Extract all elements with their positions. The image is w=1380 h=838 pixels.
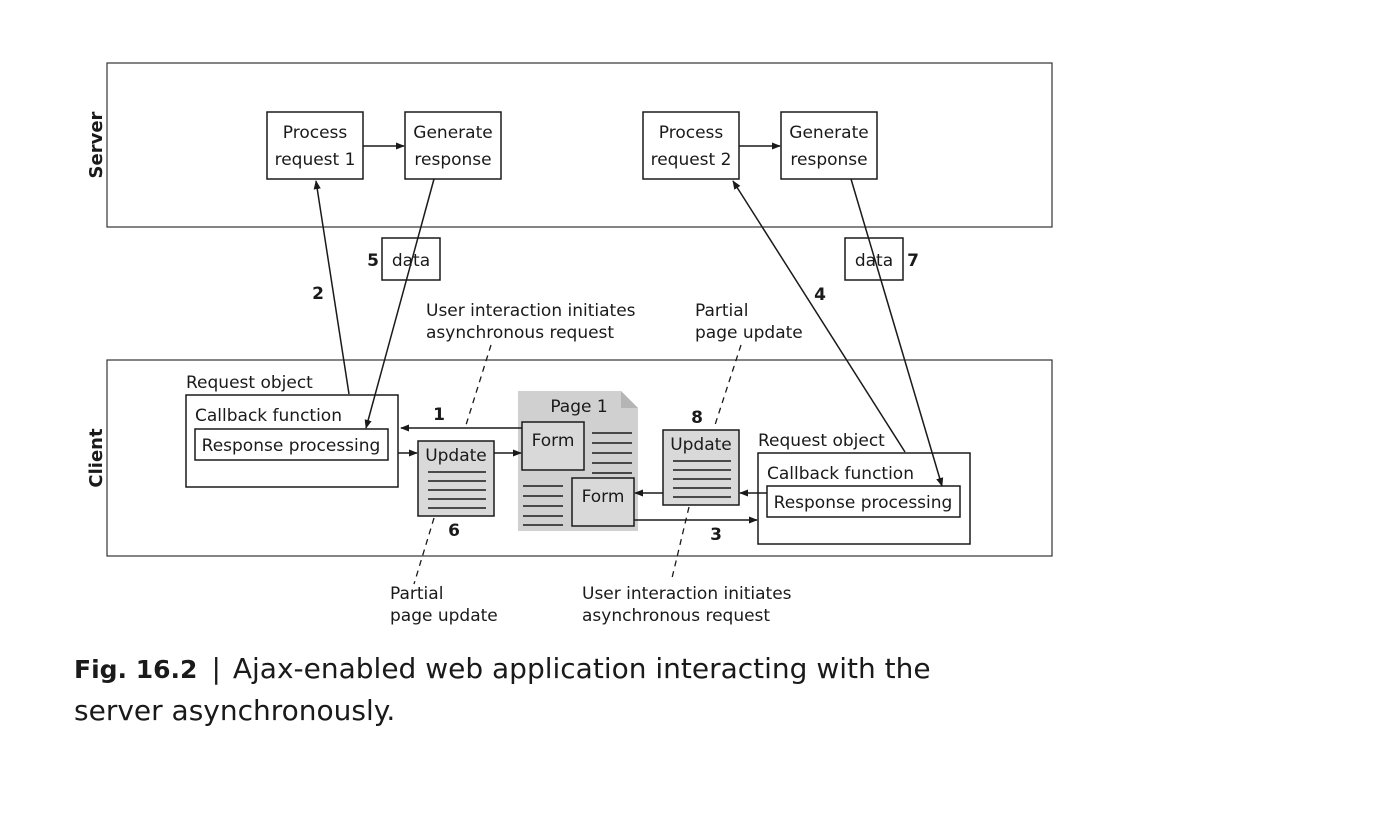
caption-text-line1: Ajax-enabled web application interacting… bbox=[232, 652, 931, 685]
svg-text:Update: Update bbox=[425, 446, 487, 466]
svg-text:Partial: Partial bbox=[390, 584, 443, 604]
step-number-1: 1 bbox=[433, 405, 445, 425]
figure-label: Fig. 16.2 bbox=[74, 655, 198, 684]
arrow-step-5 bbox=[364, 178, 435, 429]
step-number-4: 4 bbox=[814, 285, 826, 305]
process-request-1-box: Process request 1 bbox=[266, 111, 364, 180]
update-right-doc: Update bbox=[662, 429, 740, 506]
svg-text:data: data bbox=[855, 251, 893, 271]
caption-text-line2: server asynchronously. bbox=[74, 694, 396, 727]
svg-text:asynchronous request: asynchronous request bbox=[426, 323, 614, 343]
svg-text:response: response bbox=[414, 150, 491, 170]
generate-response-1-box: Generate response bbox=[404, 111, 502, 180]
svg-text:response: response bbox=[790, 150, 867, 170]
note-bottom-left: Partial page update bbox=[390, 584, 498, 626]
svg-text:page update: page update bbox=[390, 606, 498, 626]
svg-text:Response processing: Response processing bbox=[774, 493, 953, 513]
svg-text:Response processing: Response processing bbox=[202, 436, 381, 456]
server-region bbox=[106, 62, 1053, 228]
server-label: Server bbox=[86, 111, 107, 178]
leader-bottom-left bbox=[413, 517, 435, 585]
request-object-right-label: Request object bbox=[758, 431, 885, 451]
leader-top-right bbox=[713, 344, 742, 429]
svg-text:Process: Process bbox=[283, 123, 348, 143]
generate-response-2-box: Generate response bbox=[780, 111, 878, 180]
client-region bbox=[106, 359, 1053, 557]
svg-text:Page 1: Page 1 bbox=[550, 397, 607, 417]
data-box-right: data bbox=[844, 237, 904, 281]
step-number-2: 2 bbox=[312, 284, 324, 304]
form-top-box: Form bbox=[521, 421, 585, 471]
arrow-step-4 bbox=[732, 180, 906, 453]
step-number-3: 3 bbox=[710, 525, 722, 545]
figure-caption: Fig. 16.2 | Ajax-enabled web application i… bbox=[74, 648, 934, 731]
caption-separator: | bbox=[211, 652, 221, 685]
svg-text:request 1: request 1 bbox=[275, 150, 356, 170]
note-top-right: Partial page update bbox=[695, 301, 803, 343]
form-bottom-box: Form bbox=[571, 477, 635, 527]
ajax-diagram: Server Client Process request 1 Generate… bbox=[86, 62, 1053, 626]
note-bottom-right: User interaction initiates asynchronous … bbox=[582, 584, 792, 626]
step-number-8: 8 bbox=[691, 408, 703, 428]
leader-top-left bbox=[465, 344, 492, 426]
leader-bottom-right bbox=[671, 506, 690, 579]
data-box-left: data bbox=[381, 237, 441, 281]
svg-text:Form: Form bbox=[582, 487, 625, 507]
arrow-step-2 bbox=[313, 180, 350, 395]
process-request-2-box: Process request 2 bbox=[642, 111, 740, 180]
svg-text:request 2: request 2 bbox=[651, 150, 732, 170]
svg-text:page update: page update bbox=[695, 323, 803, 343]
svg-text:User interaction initiates: User interaction initiates bbox=[582, 584, 792, 604]
step-number-5: 5 bbox=[367, 251, 379, 271]
svg-text:Partial: Partial bbox=[695, 301, 748, 321]
request-object-left-label: Request object bbox=[186, 373, 313, 393]
update-left-doc: Update bbox=[417, 440, 495, 517]
svg-text:Update: Update bbox=[670, 435, 732, 455]
page-1-doc: Page 1 Form Form bbox=[518, 391, 638, 531]
svg-text:Generate: Generate bbox=[789, 123, 868, 143]
callback-function-left: Callback function bbox=[195, 406, 342, 426]
response-processing-left-box: Response processing bbox=[194, 428, 389, 461]
response-processing-right-box: Response processing bbox=[766, 485, 961, 518]
client-label: Client bbox=[86, 428, 107, 488]
step-number-7: 7 bbox=[907, 251, 919, 271]
step-number-6: 6 bbox=[448, 521, 460, 541]
note-top-left: User interaction initiates asynchronous … bbox=[426, 301, 636, 343]
svg-text:Generate: Generate bbox=[413, 123, 492, 143]
arrow-step-7 bbox=[850, 178, 944, 487]
callback-function-right: Callback function bbox=[767, 464, 914, 484]
svg-text:Process: Process bbox=[659, 123, 724, 143]
svg-text:User interaction initiates: User interaction initiates bbox=[426, 301, 636, 321]
svg-text:Form: Form bbox=[532, 431, 575, 451]
svg-text:asynchronous request: asynchronous request bbox=[582, 606, 770, 626]
